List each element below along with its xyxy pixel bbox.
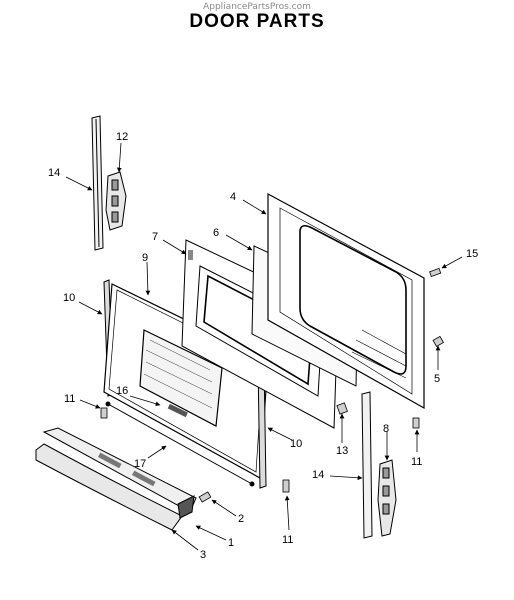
callout-14-lower: 14 (312, 469, 324, 481)
callout-11-left: 11 (64, 393, 75, 405)
callout-13: 13 (336, 445, 348, 457)
callout-11-right: 11 (411, 456, 422, 468)
callout-2: 2 (238, 513, 244, 525)
hinge-upper (105, 171, 127, 231)
callout-16: 16 (116, 385, 128, 397)
screw-13 (336, 402, 348, 415)
callout-4: 4 (230, 191, 236, 203)
callout-17: 17 (134, 458, 146, 470)
door-handle (35, 427, 197, 531)
callout-11-bottom: 11 (282, 534, 293, 546)
handle-screw (198, 491, 212, 503)
hinge-channel-lower (361, 391, 373, 539)
door-seal (105, 401, 255, 487)
callout-6: 6 (213, 227, 219, 239)
door-liner (267, 192, 425, 410)
screw-11-bottom (282, 479, 290, 493)
page-title: DOOR PARTS (189, 11, 325, 32)
outer-door-panel (103, 283, 269, 479)
screw-5 (432, 335, 445, 348)
callout-1: 1 (228, 537, 234, 549)
callout-14-upper: 14 (48, 167, 60, 179)
leader-lines (65, 142, 463, 551)
screw-11-right (412, 417, 420, 429)
hinge-lower (377, 459, 397, 537)
callout-9: 9 (142, 252, 148, 264)
watermark: AppliancePartsPros.com (203, 2, 311, 12)
screw-11-left (100, 407, 108, 419)
callout-3: 3 (200, 549, 206, 561)
callout-5: 5 (434, 373, 440, 385)
callout-10-right: 10 (290, 438, 302, 450)
callout-8: 8 (383, 423, 389, 435)
hinge-channel-upper (91, 115, 104, 251)
callout-7: 7 (152, 231, 158, 243)
screw-15 (429, 267, 442, 278)
callout-10-left: 10 (63, 292, 75, 304)
callout-15: 15 (466, 248, 478, 260)
callout-12: 12 (116, 131, 128, 143)
